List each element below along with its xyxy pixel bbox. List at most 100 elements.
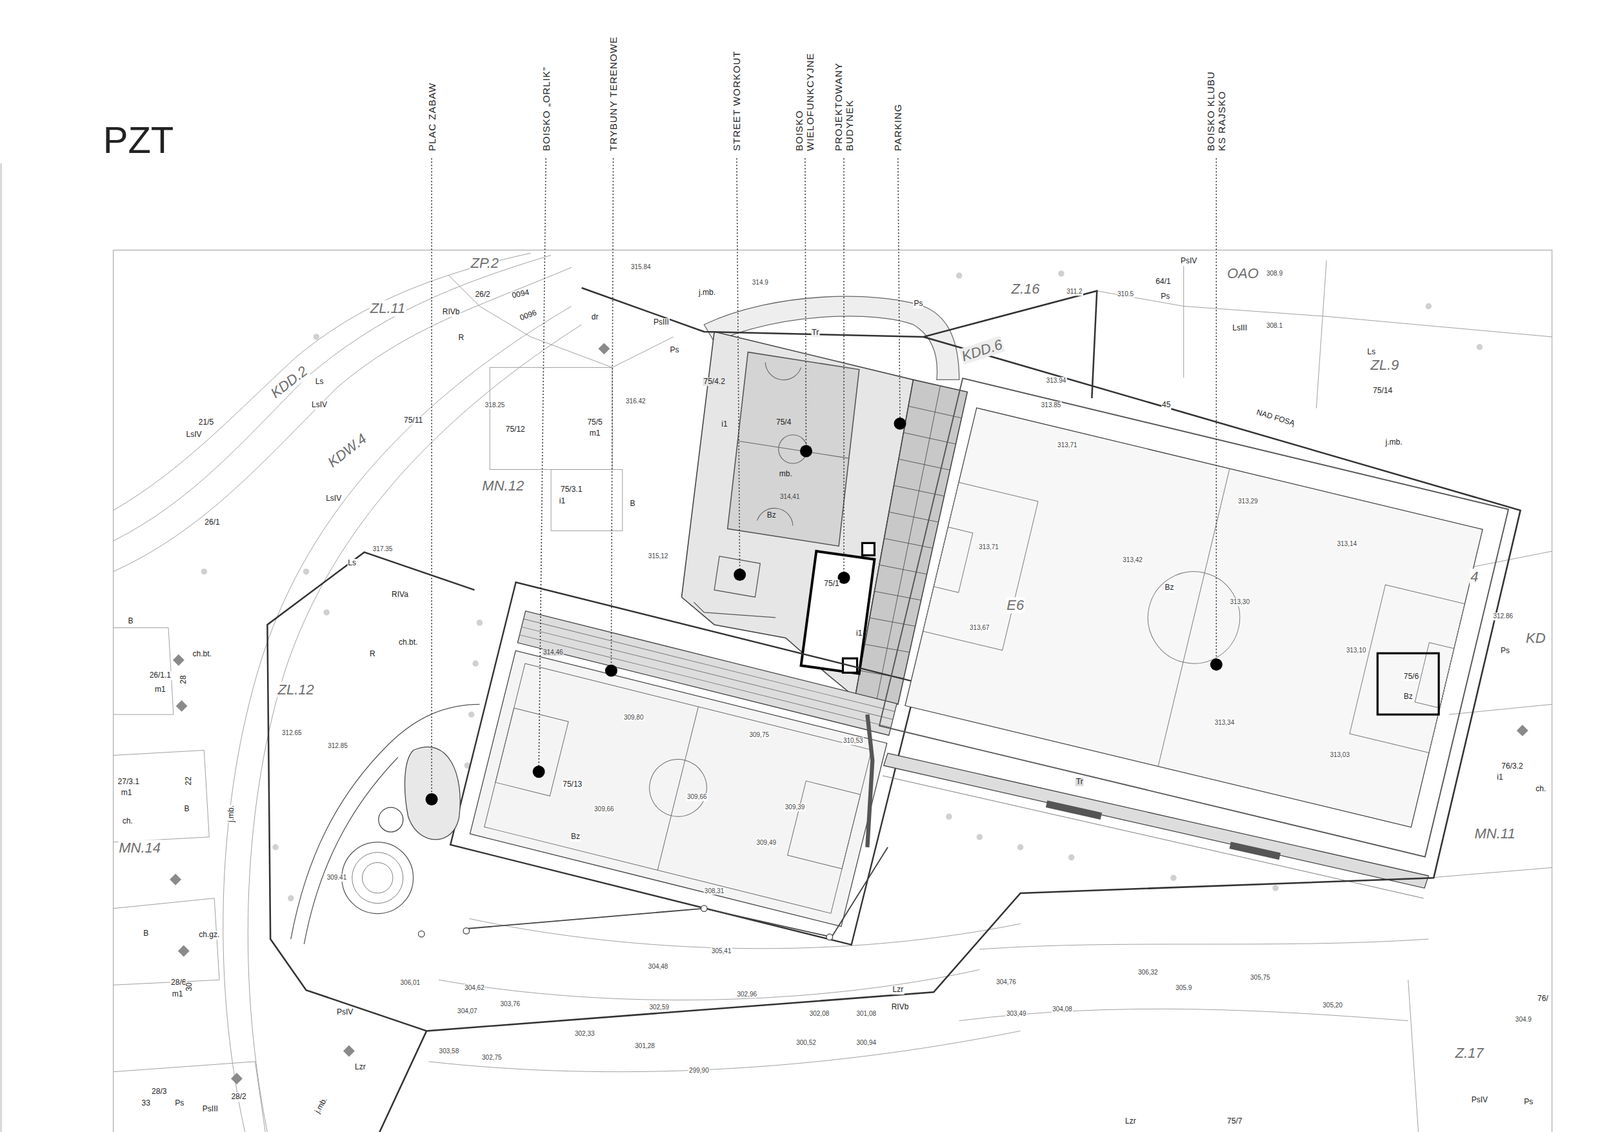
zone-code: KD — [1525, 629, 1547, 646]
elevation-label: 302,33 — [574, 1029, 596, 1038]
zone-code: KDD.6 — [958, 335, 1005, 365]
parcel-label: PsIV — [336, 1007, 354, 1017]
parcel-label: 21/5 — [198, 418, 215, 428]
leader-line — [430, 158, 433, 799]
elevation-label: 311.2 — [1065, 288, 1083, 297]
callout-label: PLAC ZABAW — [426, 82, 438, 151]
parcel-label: 26/2 — [474, 290, 491, 300]
parcel-label: Ps — [174, 1098, 185, 1108]
parcel-label: Lzr — [354, 1062, 367, 1072]
parcel-label: PsIII — [652, 318, 670, 328]
parcel-label: dr — [590, 312, 600, 322]
elevation-label: 304,07 — [456, 1007, 479, 1016]
parcel-label: PsIV — [1470, 1095, 1489, 1105]
elevation-label: 312.65 — [281, 729, 303, 737]
parcel-label: 22 — [184, 775, 194, 786]
elevation-label: 314.9 — [751, 278, 770, 287]
elevation-label: 313,42 — [1121, 556, 1144, 565]
zone-code: MN.14 — [118, 840, 162, 857]
elevation-label: 304.9 — [1514, 1015, 1533, 1024]
leader-line — [898, 158, 900, 424]
callout-label: BOISKO KLUBU KS RAJSKO — [1205, 54, 1228, 151]
parcel-label: m1 — [171, 989, 184, 999]
multipurpose-court — [727, 352, 860, 547]
parcel-label: mb. — [778, 470, 793, 480]
zone-code: MN.11 — [1473, 825, 1516, 842]
parcel-label: B — [142, 929, 150, 939]
parcel-label: LsIV — [185, 430, 202, 440]
parcel-label: Ls — [347, 558, 357, 568]
parcel-label: RIVb — [441, 307, 461, 317]
parcel-label: j.mb. — [227, 804, 237, 823]
parcel-label: LsIV — [325, 494, 342, 504]
parcel-label: Bz — [766, 510, 777, 520]
elevation-label: 313,30 — [1229, 598, 1251, 606]
elevation-label: 313,34 — [1214, 718, 1236, 727]
elevation-label: 313,71 — [1056, 441, 1079, 450]
parcel-label: j.mb. — [312, 1094, 330, 1115]
sheet-title: PZT — [103, 121, 175, 159]
parcel-label: 0096 — [518, 307, 539, 323]
callout-dot — [800, 445, 813, 458]
callout-label: STREET WORKOUT — [730, 50, 742, 151]
parcel-label: Ls — [314, 377, 325, 387]
parcel-label: B — [629, 499, 637, 509]
footpath — [867, 714, 873, 848]
callout-label: PROJEKTOWANY BUDYNEK — [832, 54, 856, 151]
elevation-label: 318.25 — [484, 401, 506, 410]
elevation-label: 303,49 — [1005, 1009, 1028, 1018]
elevation-label: 300,94 — [856, 1039, 878, 1048]
elevation-label: 317.35 — [372, 545, 394, 553]
parcel-label: Ps — [1500, 646, 1511, 656]
elevation-label: 304,48 — [647, 962, 670, 971]
elevation-label: 314,41 — [779, 493, 801, 502]
zone-code: ZL.9 — [1369, 357, 1400, 374]
zone-code: 4 — [1469, 568, 1479, 585]
elevation-label: 303,76 — [500, 1000, 522, 1009]
parcel-label: Tr — [810, 328, 820, 338]
elevation-label: 304,76 — [995, 978, 1017, 986]
callout-dot — [425, 792, 439, 806]
elevation-label: 313,03 — [1329, 751, 1351, 760]
callout-dot — [532, 765, 546, 778]
fence — [464, 847, 888, 937]
elevation-label: 299,90 — [688, 1066, 710, 1075]
parcel-label: Bz — [570, 832, 581, 842]
elevation-label: 309,66 — [593, 805, 615, 813]
orlik-pitch — [450, 581, 917, 945]
parcel-label: Tr — [1075, 777, 1084, 787]
parcel-label: Ps — [912, 299, 924, 309]
parcel-label: LsIII — [1231, 323, 1248, 333]
parcel-label: 0094 — [510, 287, 531, 300]
callout-dot — [605, 664, 618, 677]
parcel-label: 28/2 — [230, 1092, 247, 1102]
parcel-label: 26/1.1 — [149, 670, 172, 680]
parcel-label: B — [183, 804, 190, 814]
parcel-label: i1 — [1496, 772, 1504, 782]
callout-label: TRYBUNY TERENOWE — [607, 36, 619, 151]
base-map — [1, 163, 1553, 1132]
parcel-label: 75/3.1 — [560, 485, 583, 495]
parcel-label: NAD FOSĄ — [1254, 408, 1297, 430]
elevation-label: 309,66 — [686, 793, 708, 802]
parcel-label: 75/7 — [1226, 1116, 1243, 1126]
parcel-label: LsIV — [310, 400, 328, 410]
zone-code: Z.16 — [1010, 280, 1041, 297]
parcel-label: m1 — [154, 685, 167, 695]
parcel-label: 75/11 — [403, 416, 424, 426]
court-markings — [738, 361, 850, 526]
leader-line — [610, 158, 613, 671]
elevation-label: 304,08 — [1051, 1005, 1073, 1013]
elevation-label: 312.85 — [327, 741, 349, 750]
parcel-label: Bz — [1403, 692, 1414, 702]
parcel-label: Lzr — [891, 985, 904, 995]
parcel-label: i1 — [855, 629, 863, 639]
callout-label: BOISKO WIELOFUNKCYJNE — [793, 41, 817, 151]
leader-line — [1216, 158, 1218, 664]
parcel-label: 30 — [185, 981, 195, 992]
callout-label: PARKING — [892, 103, 904, 151]
parcel-label: RIVa — [390, 590, 410, 600]
elevation-label: 309,39 — [784, 803, 806, 811]
elevation-label: 313,10 — [1345, 646, 1368, 655]
elevation-label: 313,67 — [969, 623, 991, 632]
